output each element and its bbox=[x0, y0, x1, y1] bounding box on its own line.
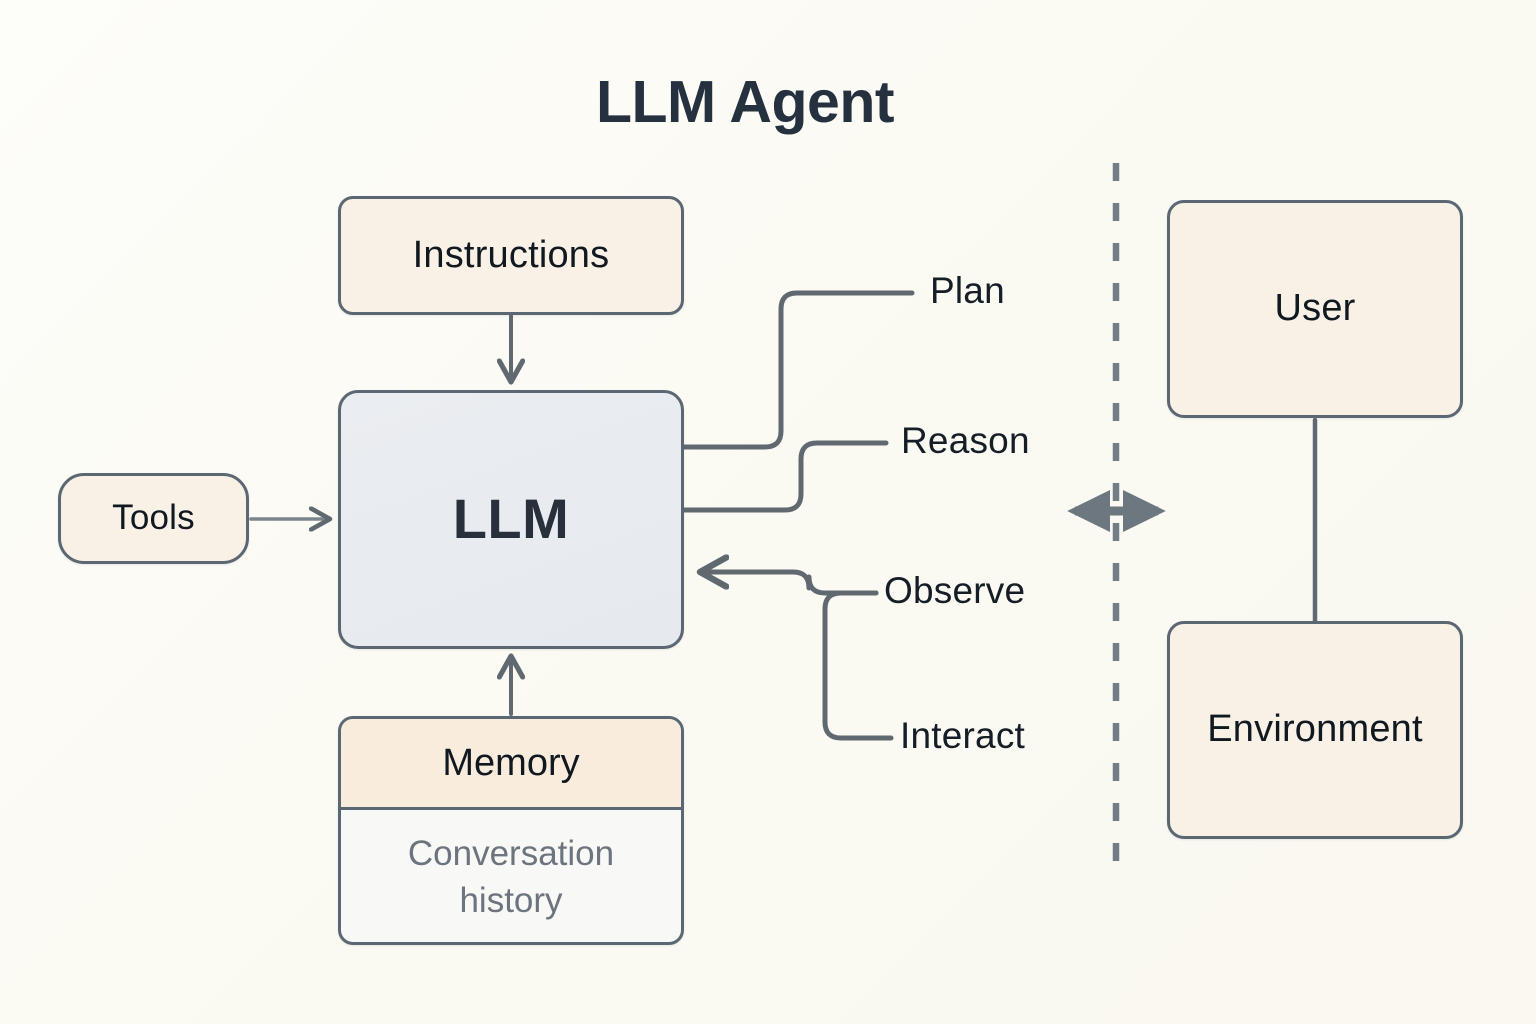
connector-llm-to-plan bbox=[681, 290, 915, 450]
node-instructions[interactable]: Instructions bbox=[338, 196, 684, 315]
connector-observe-interact-to-llm bbox=[700, 572, 894, 741]
connector-llm-to-reason bbox=[681, 440, 889, 513]
node-memory-header: Memory bbox=[341, 719, 681, 810]
node-user[interactable]: User bbox=[1167, 200, 1463, 418]
node-llm-label: LLM bbox=[452, 487, 570, 551]
capability-label-observe: Observe bbox=[884, 570, 1026, 611]
node-environment[interactable]: Environment bbox=[1167, 621, 1463, 839]
node-llm[interactable]: LLM bbox=[338, 390, 684, 649]
page-title: LLM Agent bbox=[595, 69, 895, 135]
capability-label-reason: Reason bbox=[901, 420, 1030, 461]
node-tools-label: Tools bbox=[112, 498, 195, 538]
capability-label-interact: Interact bbox=[900, 715, 1025, 756]
capability-label-plan: Plan bbox=[930, 270, 1005, 311]
node-instructions-label: Instructions bbox=[412, 233, 610, 276]
node-tools[interactable]: Tools bbox=[58, 473, 249, 564]
node-memory[interactable]: Memory Conversation history bbox=[338, 716, 684, 945]
node-environment-label: Environment bbox=[1207, 708, 1423, 751]
node-memory-body: Conversation history bbox=[407, 834, 615, 920]
node-user-label: User bbox=[1274, 287, 1356, 330]
